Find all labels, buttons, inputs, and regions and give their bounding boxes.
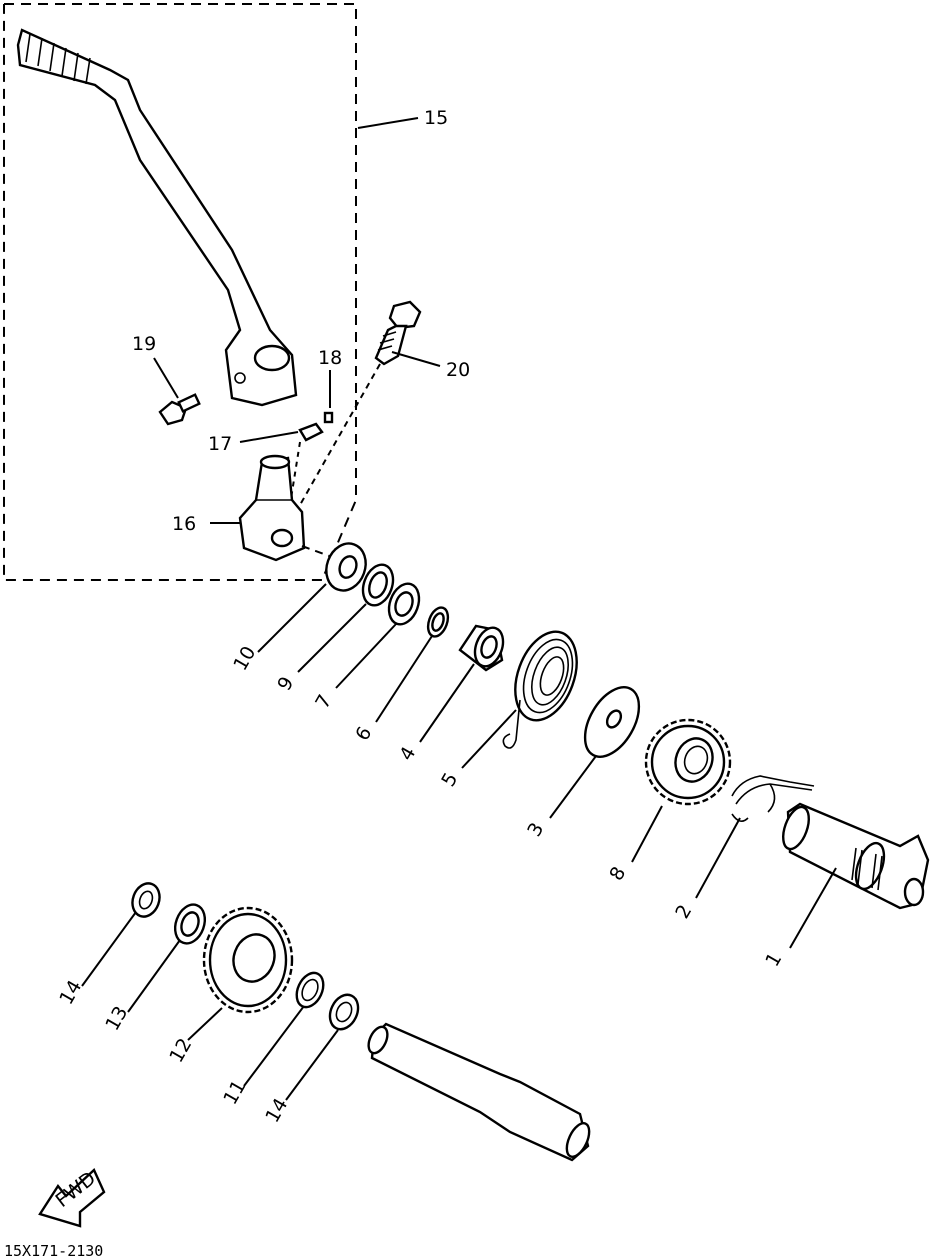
washer-9 xyxy=(361,563,395,607)
callout-20: 20 xyxy=(446,359,470,381)
callout-6: 6 xyxy=(351,723,376,744)
callout-14-right: 14 xyxy=(261,1095,292,1127)
callout-11: 11 xyxy=(219,1077,250,1109)
callout-17: 17 xyxy=(208,433,232,455)
callout-13: 13 xyxy=(101,1003,132,1035)
circlip-6 xyxy=(426,606,450,638)
leader-lines xyxy=(81,117,837,1101)
callout-19: 19 xyxy=(132,333,156,355)
kick-crank-lever xyxy=(16,28,298,407)
circlip-14-right xyxy=(328,993,360,1031)
forward-arrow-icon: FWD xyxy=(38,1167,106,1228)
callout-15: 15 xyxy=(424,107,448,129)
clip-2 xyxy=(731,775,815,822)
drawing-code: 15X171-2130 xyxy=(4,1242,103,1260)
callout-2: 2 xyxy=(671,901,696,922)
callout-9: 9 xyxy=(273,673,298,694)
callout-5: 5 xyxy=(437,769,462,790)
callout-8: 8 xyxy=(605,863,630,884)
assembly-dashed-boundary xyxy=(3,3,357,581)
circlip-14-left xyxy=(131,882,161,918)
torsion-spring-5 xyxy=(502,630,578,749)
callout-10: 10 xyxy=(229,643,260,675)
callout-16: 16 xyxy=(172,513,196,535)
spring-guide-4 xyxy=(458,624,505,672)
callout-labels: 1 2 3 4 5 6 7 8 9 10 11 12 13 14 14 15 1… xyxy=(55,107,786,1127)
pin-18 xyxy=(323,411,334,424)
kick-gear-8 xyxy=(644,718,732,806)
plate-washer-3 xyxy=(583,686,641,758)
callout-12: 12 xyxy=(165,1035,196,1067)
callout-18: 18 xyxy=(318,347,342,369)
idle-gear-shaft xyxy=(367,1022,591,1162)
callout-1: 1 xyxy=(761,949,786,970)
bolt-20 xyxy=(295,300,422,513)
idle-gear-12 xyxy=(202,906,294,1014)
seal-10 xyxy=(325,542,367,592)
callout-14-left: 14 xyxy=(55,977,86,1009)
callout-4: 4 xyxy=(395,743,420,764)
kick-boss-16 xyxy=(238,454,306,562)
bolt-19 xyxy=(158,393,201,426)
washer-13 xyxy=(173,903,207,945)
callout-3: 3 xyxy=(523,819,548,840)
washer-11 xyxy=(295,971,325,1009)
kick-axle-1 xyxy=(782,802,930,910)
callout-7: 7 xyxy=(311,691,336,712)
washer-7 xyxy=(387,582,421,626)
